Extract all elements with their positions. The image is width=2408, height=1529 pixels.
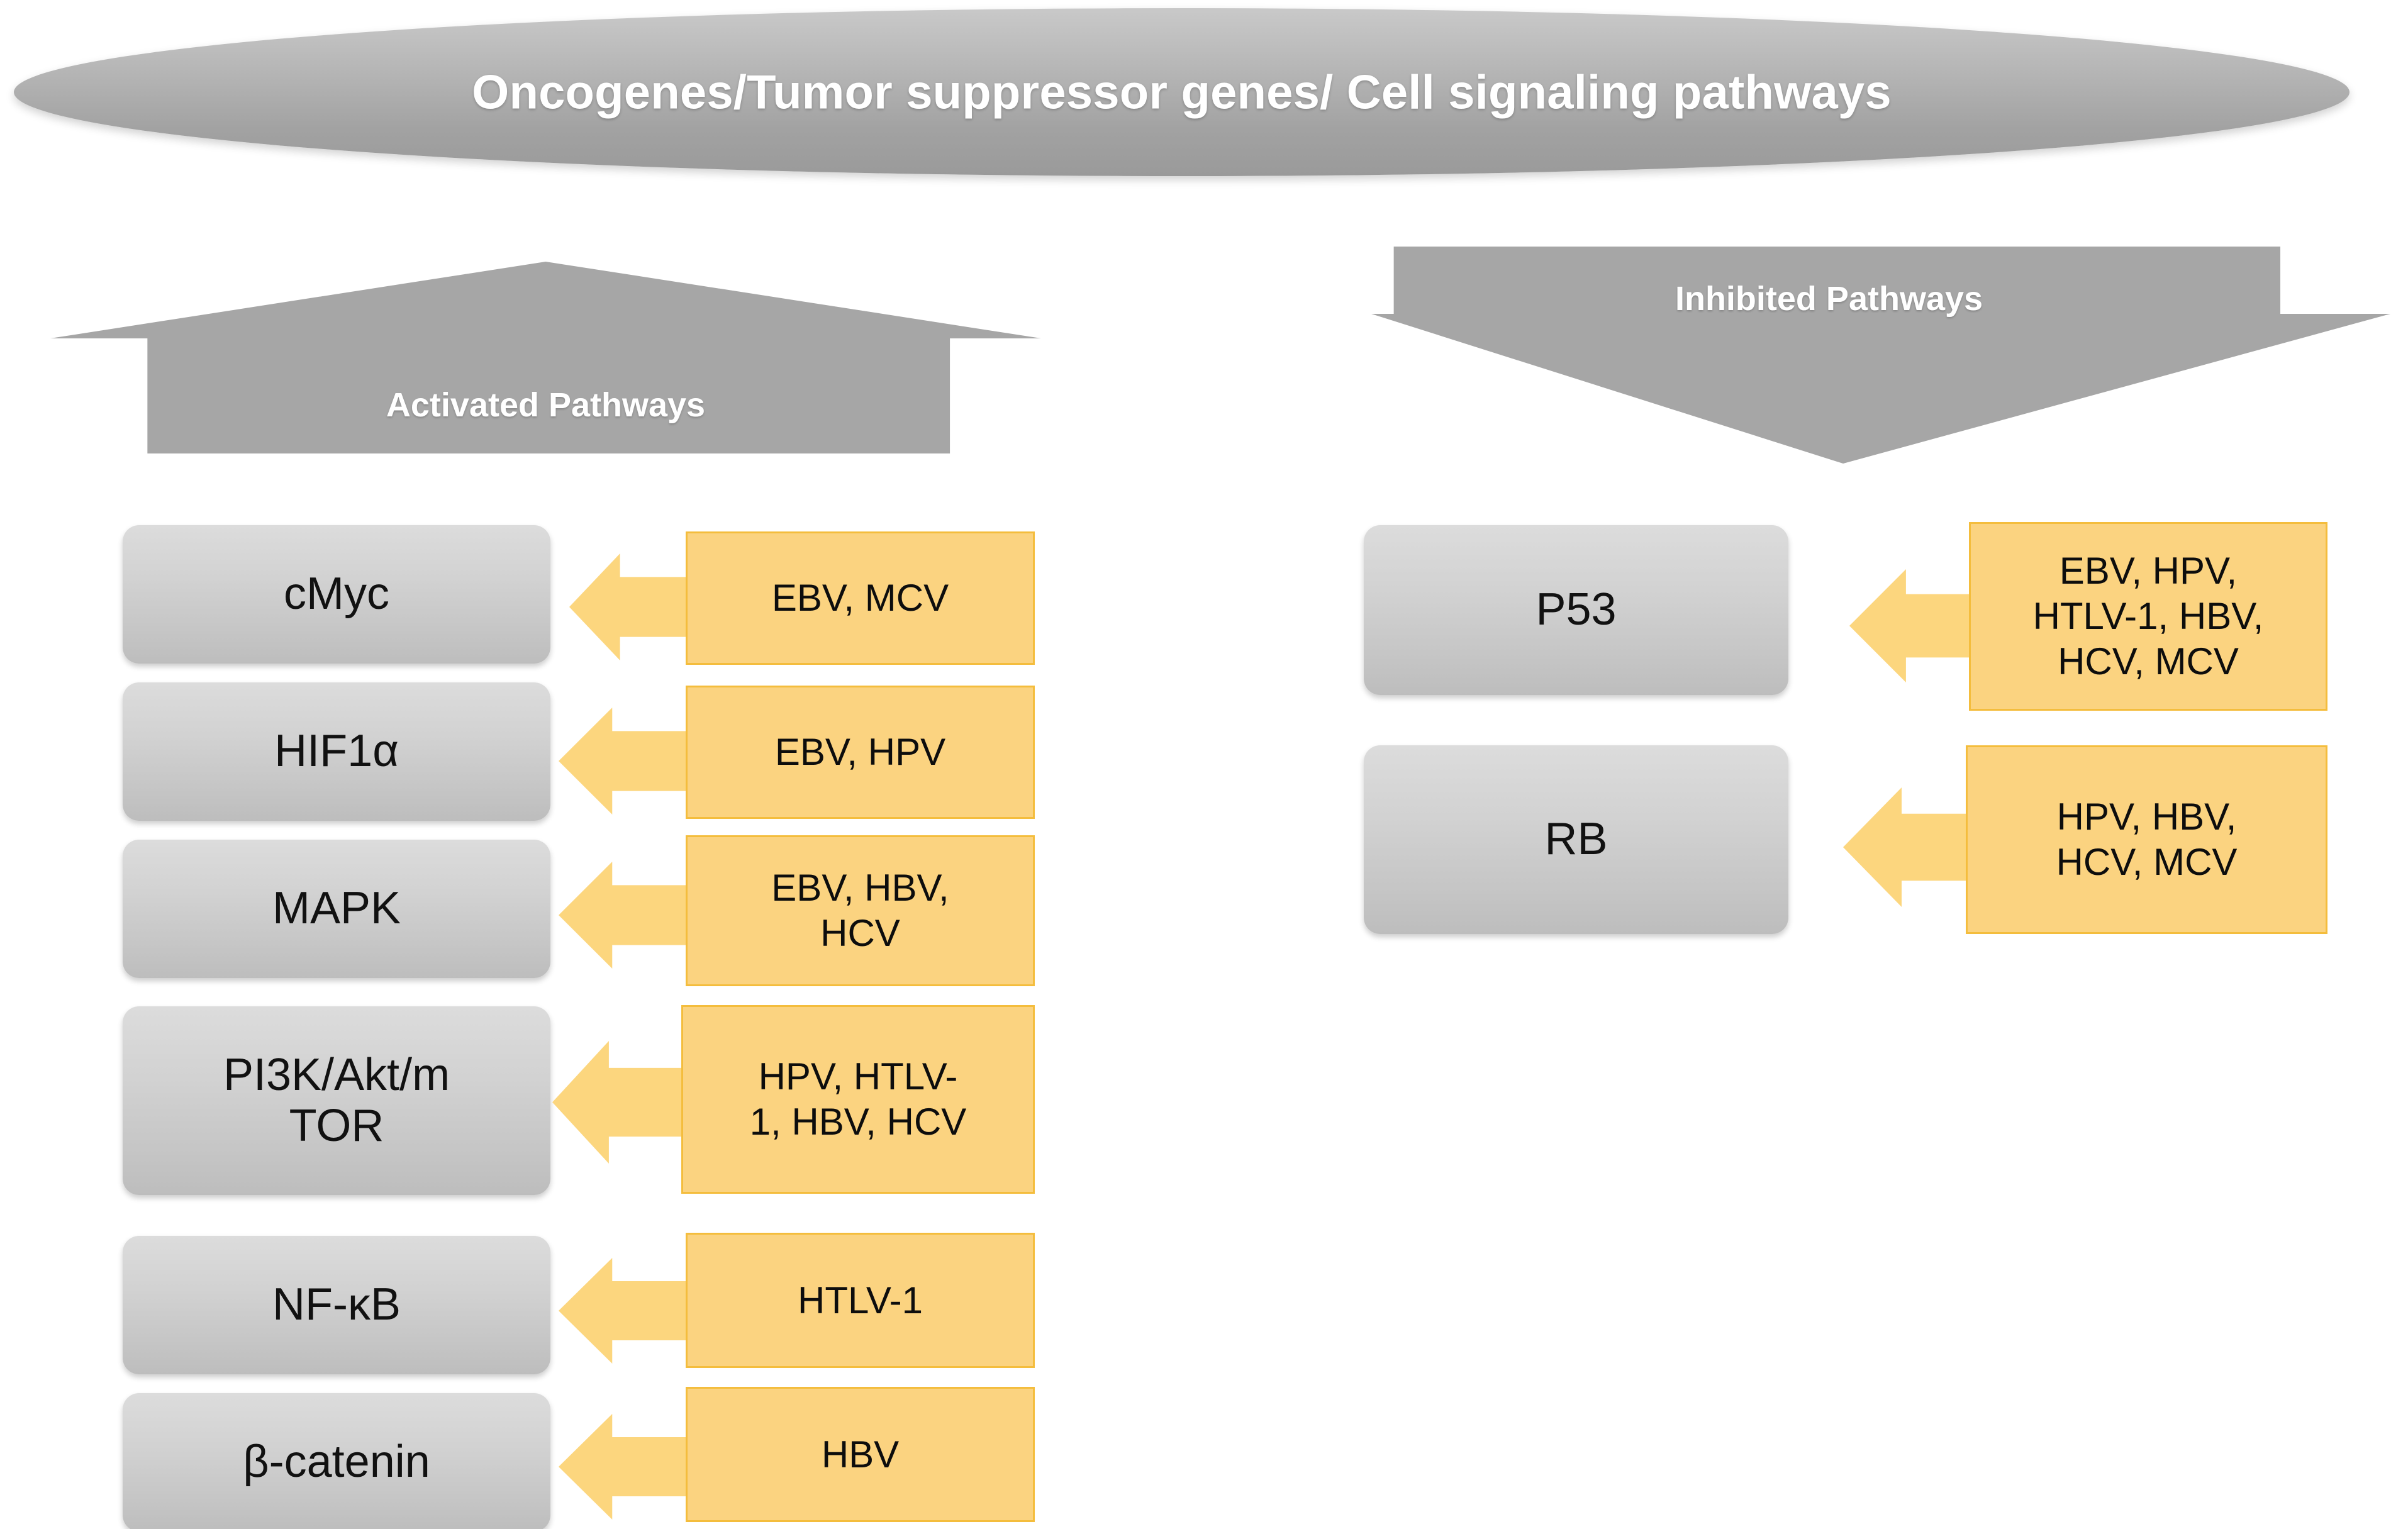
virus-label-p53: EBV, HPV, HTLV-1, HBV, HCV, MCV [2032, 550, 2264, 682]
gene-label-pi3k-akt-mtor: PI3K/Akt/m TOR [223, 1049, 450, 1151]
virus-box-cmyc: EBV, MCV [686, 531, 1035, 665]
virus-box-mapk: EBV, HBV, HCV [686, 835, 1035, 986]
gene-label-cmyc: cMyc [284, 569, 389, 620]
virus-box-beta-catenin: HBV [686, 1387, 1035, 1522]
activated-pathways-label: Activated Pathways [386, 386, 706, 424]
gene-box-nfkb: NF-κB [123, 1236, 550, 1374]
virus-box-pi3k-akt-mtor: HPV, HTLV- 1, HBV, HCV [681, 1005, 1035, 1194]
gene-label-nfkb: NF-κB [272, 1279, 401, 1330]
diagram-title: Oncogenes/Tumor suppressor genes/ Cell s… [472, 65, 1892, 119]
gene-box-beta-catenin: β-catenin [123, 1393, 550, 1529]
gene-box-rb: RB [1364, 745, 1788, 934]
gene-box-cmyc: cMyc [123, 525, 550, 664]
inhibited-pathways-label: Inhibited Pathways [1675, 280, 1983, 318]
virus-label-mapk: EBV, HBV, HCV [771, 867, 949, 954]
virus-box-nfkb: HTLV-1 [686, 1233, 1035, 1368]
gene-label-mapk: MAPK [272, 883, 401, 934]
gene-box-hif1a: HIF1α [123, 682, 550, 821]
virus-box-hif1a: EBV, HPV [686, 686, 1035, 819]
gene-box-mapk: MAPK [123, 840, 550, 978]
virus-label-pi3k-akt-mtor: HPV, HTLV- 1, HBV, HCV [749, 1055, 967, 1143]
virus-label-beta-catenin: HBV [821, 1433, 900, 1476]
gene-label-hif1a: HIF1α [274, 726, 399, 777]
virus-label-cmyc: EBV, MCV [771, 577, 949, 619]
gene-label-rb: RB [1544, 814, 1608, 865]
inhibited-pathways-down-arrow-banner: Inhibited Pathways [1371, 247, 2390, 464]
oncogenes-ellipse: Oncogenes/Tumor suppressor genes/ Cell s… [14, 8, 2349, 176]
virus-label-rb: HPV, HBV, HCV, MCV [2056, 796, 2238, 883]
gene-label-beta-catenin: β-catenin [243, 1437, 430, 1487]
gene-box-pi3k-akt-mtor: PI3K/Akt/m TOR [123, 1006, 550, 1195]
virus-label-nfkb: HTLV-1 [798, 1279, 923, 1321]
gene-box-p53: P53 [1364, 525, 1788, 695]
virus-box-rb: HPV, HBV, HCV, MCV [1966, 745, 2327, 934]
virus-box-p53: EBV, HPV, HTLV-1, HBV, HCV, MCV [1969, 522, 2327, 711]
activated-pathways-up-arrow-banner: Activated Pathways [50, 262, 1041, 453]
virus-label-hif1a: EBV, HPV [774, 731, 946, 773]
gene-label-p53: P53 [1536, 584, 1617, 635]
